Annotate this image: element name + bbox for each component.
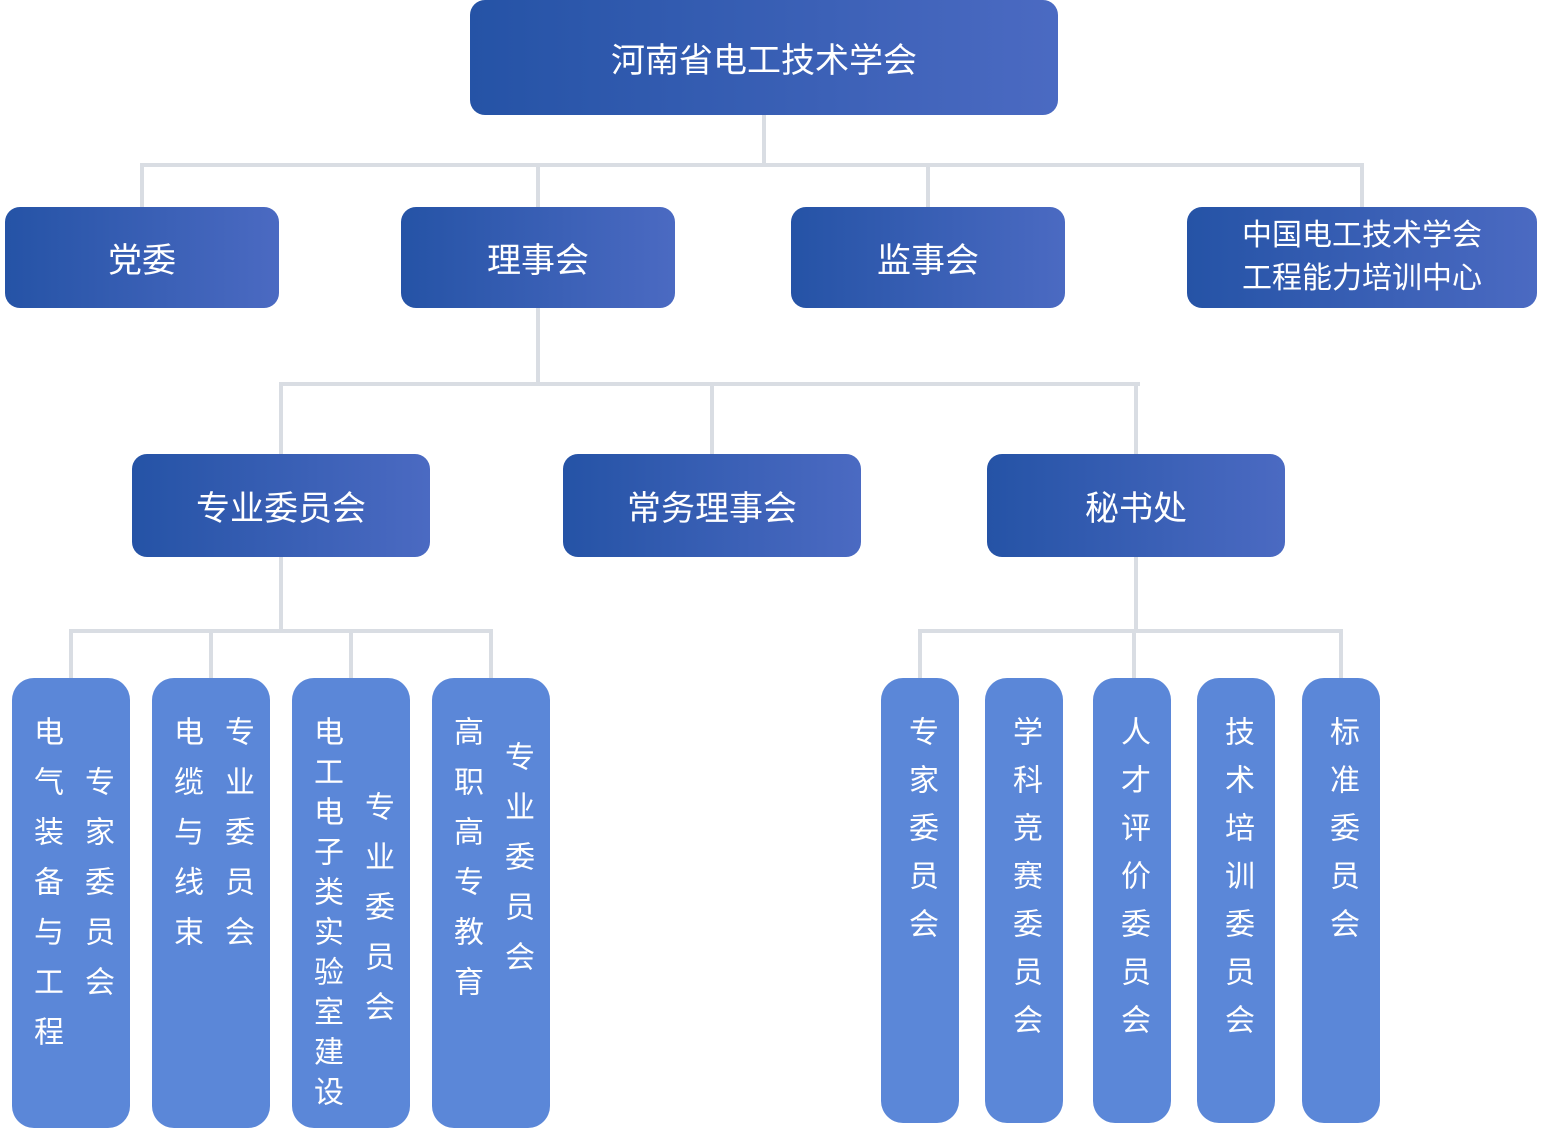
node-committee-electrical-equipment: 电气装备与工程 专家委员会 (12, 678, 130, 1128)
connector-right-leaf5-drop (1339, 629, 1343, 680)
connector-root-drop (762, 115, 766, 165)
node-professional-committees-label: 专业委员会 (196, 490, 366, 528)
node-committee-standards: 标准委员会 (1302, 678, 1380, 1123)
committee-technical-training-label: 技术培训委员会 (1220, 716, 1253, 1052)
connector-party-drop (140, 163, 144, 209)
committee-vocational-education-label: 高职高专教育 专业委员会 (449, 716, 533, 1016)
node-training-center: 中国电工技术学会 工程能力培训中心 (1187, 207, 1537, 308)
connector-training-drop (1360, 163, 1364, 209)
node-supervisory-board: 监事会 (791, 207, 1065, 308)
node-council-label: 理事会 (487, 242, 589, 280)
node-professional-committees: 专业委员会 (132, 454, 430, 557)
connector-left-leaf3-drop (349, 629, 353, 680)
connector-supervisory-drop (926, 163, 930, 209)
committee-lab-construction-label: 电工电子类实验室建设 专业委员会 (309, 716, 393, 1116)
node-committee-vocational-education: 高职高专教育 专业委员会 (432, 678, 550, 1128)
committee-cable-harness-label: 电缆与线束 专业委员会 (169, 716, 253, 966)
committee-standards-label: 标准委员会 (1325, 716, 1358, 956)
connector-right-group-horizontal (918, 629, 1343, 633)
node-committee-experts: 专家委员会 (881, 678, 959, 1123)
connector-right-leaf3-drop (1132, 629, 1136, 680)
connector-left-leaf4-drop (489, 629, 493, 680)
connector-council-drop (536, 163, 540, 209)
connector-secretariat-drop (1134, 382, 1138, 456)
node-standing-council: 常务理事会 (563, 454, 861, 557)
node-root: 河南省电工技术学会 (470, 0, 1058, 115)
connector-secretariat-down (1134, 557, 1138, 631)
node-committee-discipline-competition: 学科竞赛委员会 (985, 678, 1063, 1123)
node-committee-technical-training: 技术培训委员会 (1197, 678, 1275, 1123)
node-committee-lab-construction: 电工电子类实验室建设 专业委员会 (292, 678, 410, 1128)
connector-left-group-horizontal (69, 629, 493, 633)
node-standing-council-label: 常务理事会 (627, 490, 797, 528)
node-party-committee-label: 党委 (108, 242, 176, 280)
node-council: 理事会 (401, 207, 675, 308)
node-committee-cable-harness: 电缆与线束 专业委员会 (152, 678, 270, 1128)
node-training-center-label: 中国电工技术学会 工程能力培训中心 (1242, 218, 1482, 295)
committee-talent-evaluation-label: 人才评价委员会 (1116, 716, 1149, 1052)
connector-left-leaf2-drop (209, 629, 213, 680)
connector-professional-drop (279, 382, 283, 456)
node-supervisory-board-label: 监事会 (877, 242, 979, 280)
node-party-committee: 党委 (5, 207, 279, 308)
connector-standing-drop (710, 382, 714, 456)
node-root-label: 河南省电工技术学会 (611, 42, 917, 80)
committee-experts-label: 专家委员会 (904, 716, 937, 956)
connector-left-leaf1-drop (69, 629, 73, 680)
node-committee-talent-evaluation: 人才评价委员会 (1093, 678, 1171, 1123)
connector-council-down (536, 308, 540, 384)
connector-right-leaf1-drop (918, 629, 922, 680)
connector-level2-horizontal (140, 163, 1364, 167)
node-secretariat: 秘书处 (987, 454, 1285, 557)
connector-level3-horizontal (279, 382, 1140, 386)
node-secretariat-label: 秘书处 (1085, 490, 1187, 528)
committee-discipline-competition-label: 学科竞赛委员会 (1008, 716, 1041, 1052)
committee-electrical-equipment-label: 电气装备与工程 专家委员会 (29, 716, 113, 1066)
connector-professional-down (279, 557, 283, 631)
